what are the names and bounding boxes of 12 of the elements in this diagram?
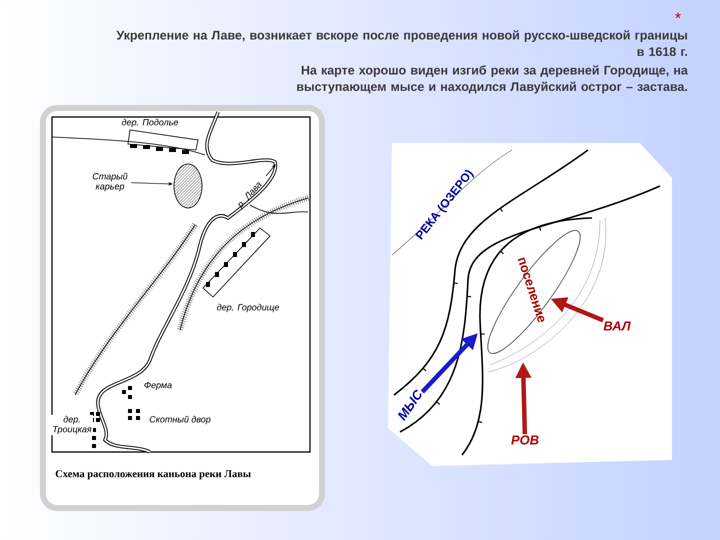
village-label: дер. Городище — [216, 304, 279, 312]
note-text: На карте хорошо виден изгиб реки за деревней Городище, на выступающем мысе и находился Лавуйский острог – застава. — [297, 65, 688, 94]
bullet-mark: * — [675, 12, 681, 18]
village-label: дер. Троицкая — [51, 414, 93, 436]
village-label: дер. Подолье — [122, 118, 178, 128]
rampart-label: ВАЛ — [604, 322, 631, 330]
title: Укрепление на Лаве, возникает вскоре после проведения новой русско-шведской границы в 1618 г. — [116, 30, 687, 56]
yard-label: Скотный двор — [150, 416, 210, 424]
map-label: Старый карьер — [92, 172, 128, 192]
farm-label: Ферма — [144, 382, 172, 390]
caption: Схема расположения каньона реки Лавы — [56, 470, 251, 480]
ditch-label: РОВ — [511, 435, 539, 445]
